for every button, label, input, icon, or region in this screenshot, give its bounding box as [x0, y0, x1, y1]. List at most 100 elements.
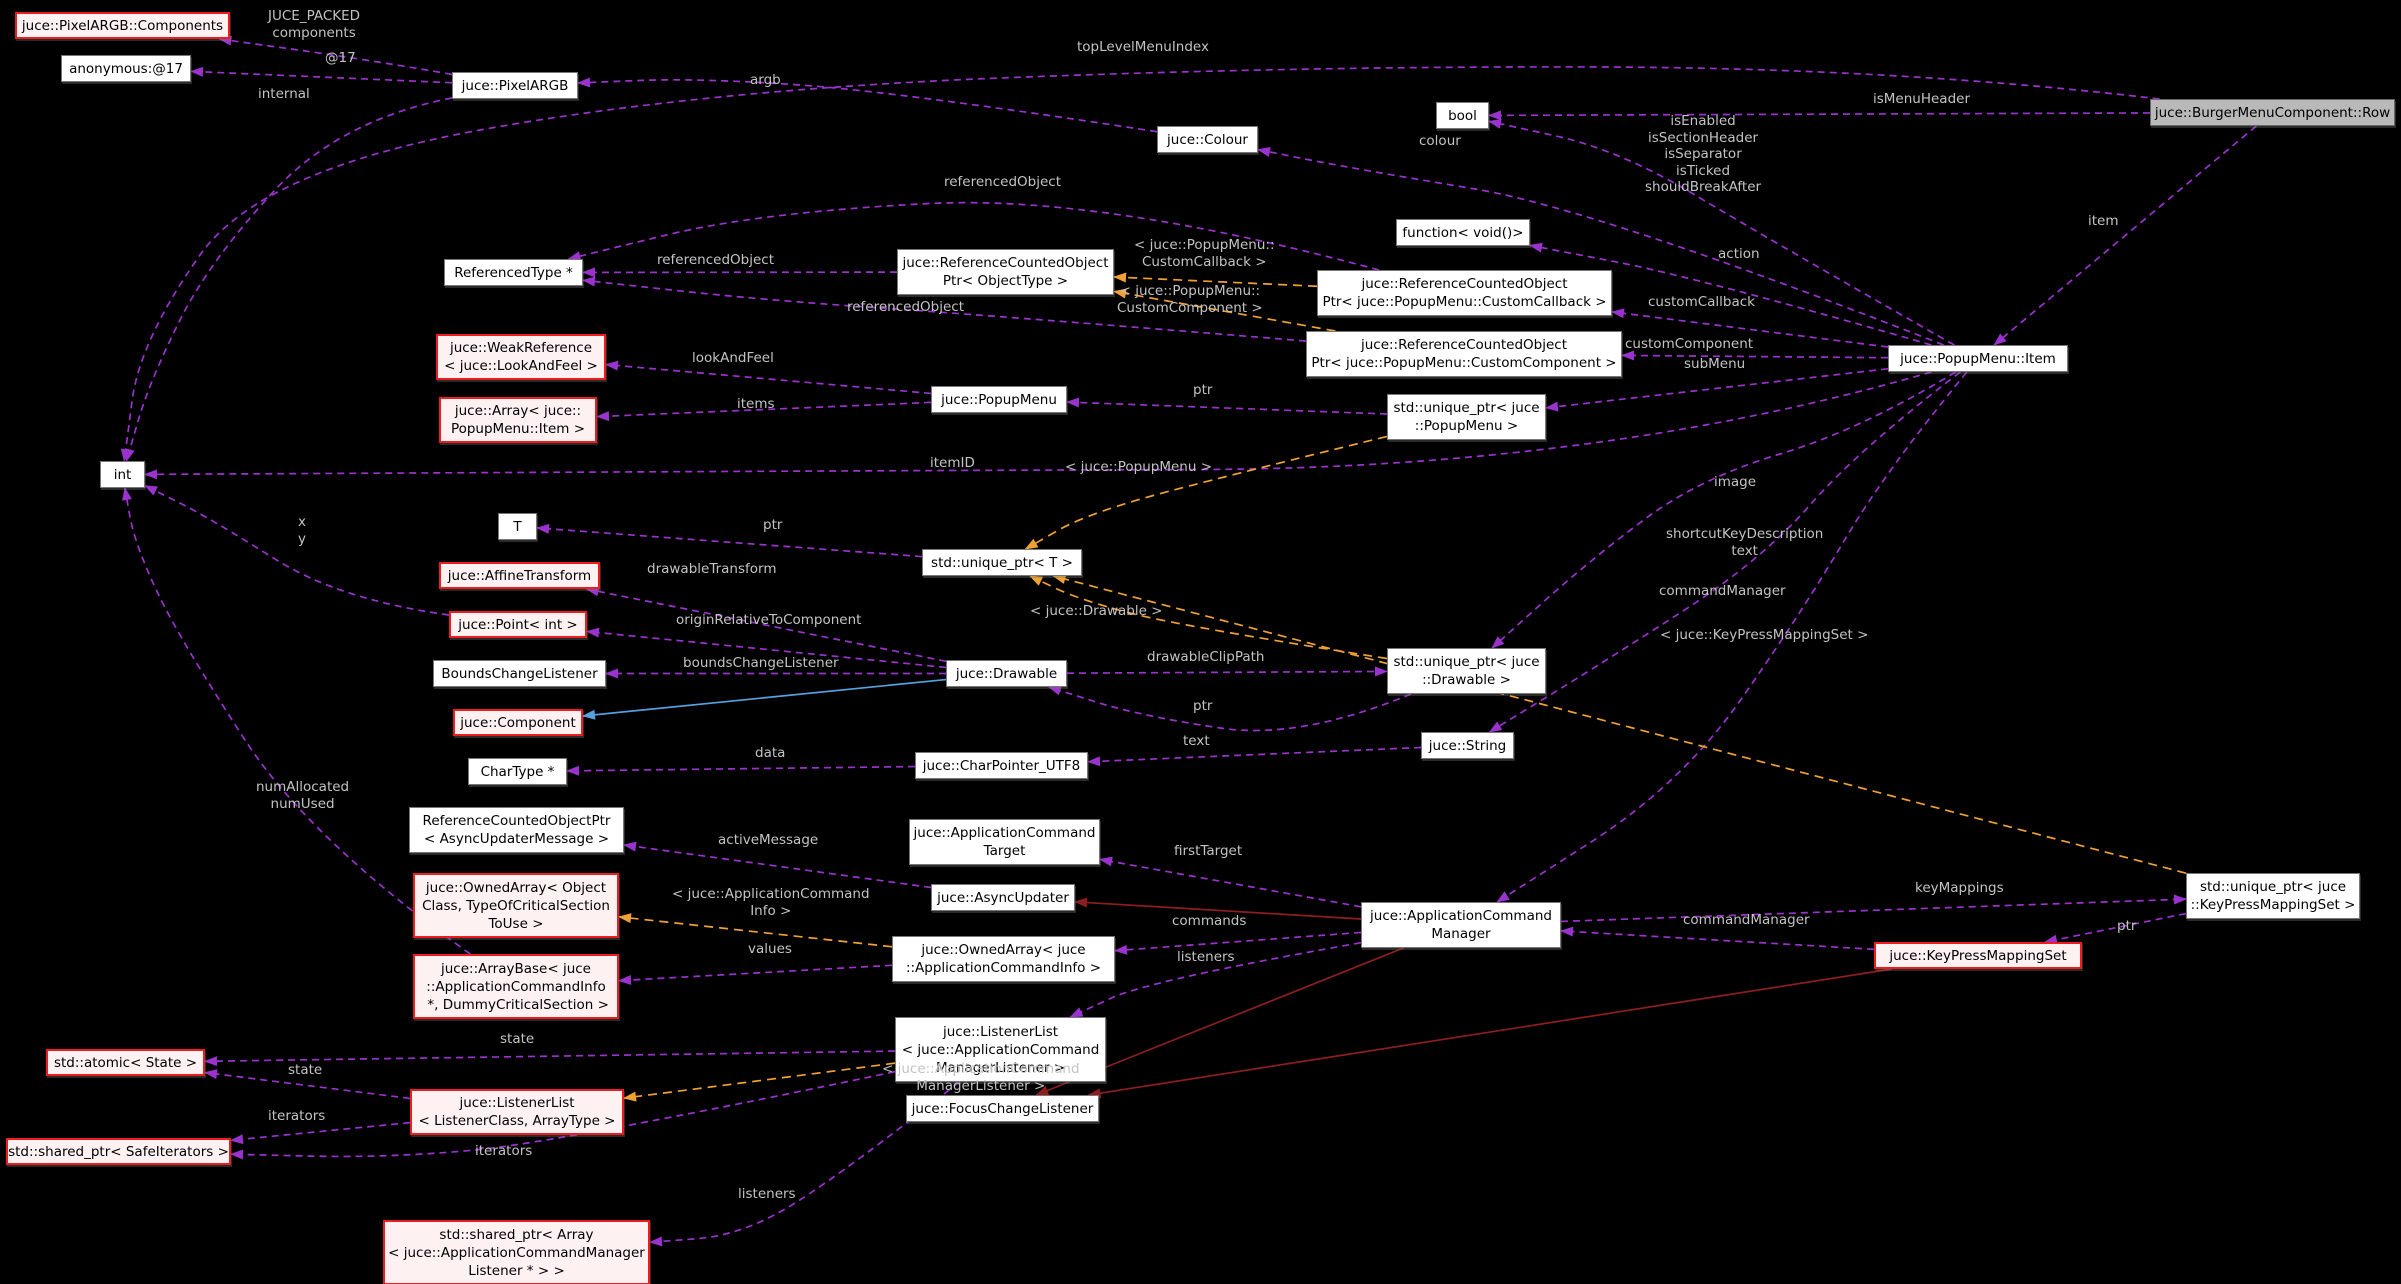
edge-label-toplevelmenuindex: topLevelMenuIndex: [1077, 39, 1209, 55]
edge-label-itemid: itemID: [930, 455, 975, 471]
node-array-popupmenu-item[interactable]: juce::Array< juce:: PopupMenu::Item >: [439, 397, 597, 443]
edge-string-to-charpointer-utf8: [1087, 746, 1422, 767]
node-uptr-drawable[interactable]: std::unique_ptr< juce ::Drawable >: [1387, 648, 1546, 694]
node-affinetransform[interactable]: juce::AffineTransform: [439, 562, 600, 589]
edge-drawable-to-uptr-drawable: [1066, 666, 1388, 677]
edge-label-customcallback: customCallback: [1648, 294, 1755, 310]
node-uptr-t[interactable]: std::unique_ptr< T >: [922, 549, 1082, 576]
node-acm[interactable]: juce::ApplicationCommand Manager: [1361, 902, 1561, 948]
edge-kpms-to-focuschangelistener: [1087, 968, 1893, 1099]
node-uptr-kpms[interactable]: std::unique_ptr< juce ::KeyPressMappingS…: [2186, 873, 2360, 919]
node-kpms[interactable]: juce::KeyPressMappingSet: [1874, 942, 2082, 969]
node-ownedarray-acinfo[interactable]: juce::OwnedArray< juce ::ApplicationComm…: [892, 936, 1115, 982]
node-boundschangelistener[interactable]: BoundsChangeListener: [433, 660, 606, 687]
edge-label-action: action: [1718, 246, 1760, 262]
edge-acm-to-asyncupdater: [1074, 897, 1362, 920]
node-t[interactable]: T: [498, 513, 537, 540]
edge-row-to-bool: [1488, 110, 2151, 121]
edge-ownedarray-acinfo-to-arraybase: [618, 964, 893, 986]
edge-label-originrelativetocomponent: originRelativeToComponent: [676, 612, 862, 628]
node-point-int[interactable]: juce::Point< int >: [449, 611, 587, 638]
node-row: juce::BurgerMenuComponent::Row: [2150, 99, 2395, 126]
edge-popupmenu-item-to-colour: [1257, 147, 1944, 346]
node-rcop-asyncupdatermessage[interactable]: ReferenceCountedObjectPtr < AsyncUpdater…: [409, 807, 624, 853]
node-int[interactable]: int: [100, 461, 145, 488]
edge-label-commands: commands: [1172, 913, 1247, 929]
node-rcop-objecttype[interactable]: juce::ReferenceCountedObject Ptr< Object…: [897, 249, 1114, 295]
edge-label-boundschangelistener: boundsChangeListener: [683, 655, 839, 671]
node-drawable[interactable]: juce::Drawable: [946, 660, 1067, 687]
edge-label-submenu: subMenu: [1684, 356, 1746, 372]
edge-pixelargb-to-int: [124, 97, 453, 462]
edge-ownedarray-acinfo-to-ownedarray-objectclass: [618, 913, 893, 948]
node-popupmenu[interactable]: juce::PopupMenu: [931, 386, 1067, 413]
edge-label-referencedobject: referencedObject: [657, 252, 774, 268]
node-rcop-customcallback[interactable]: juce::ReferenceCountedObject Ptr< juce::…: [1317, 270, 1612, 316]
node-charpointer-utf8[interactable]: juce::CharPointer_UTF8: [915, 752, 1088, 779]
node-ownedarray-objectclass[interactable]: juce::OwnedArray< Object Class, TypeOfCr…: [413, 873, 619, 938]
edge-label-iterators: iterators: [268, 1108, 326, 1124]
node-arraybase[interactable]: juce::ArrayBase< juce ::ApplicationComma…: [413, 954, 619, 1019]
edge-label--juce-drawable-: < juce::Drawable >: [1030, 603, 1163, 619]
edge-popupmenu-item-to-function-void: [1529, 242, 1932, 346]
node-component[interactable]: juce::Component: [453, 709, 583, 736]
node-uptr-popupmenu[interactable]: std::unique_ptr< juce ::PopupMenu >: [1387, 394, 1546, 440]
node-listenerlist-lc-at[interactable]: juce::ListenerList < ListenerClass, Arra…: [410, 1089, 624, 1135]
edge-arraybase-to-int: [122, 487, 471, 955]
edge-acm-to-act: [1099, 856, 1362, 908]
edge-label-isenabled: isEnabled isSectionHeader isSeparator is…: [1645, 113, 1762, 195]
node-focuschangelistener[interactable]: juce::FocusChangeListener: [906, 1095, 1099, 1122]
node-anon17[interactable]: anonymous:@17: [61, 55, 191, 82]
node-act[interactable]: juce::ApplicationCommand Target: [909, 819, 1100, 865]
edge-popupmenu-item-to-bool: [1488, 118, 1955, 346]
node-string[interactable]: juce::String: [1421, 732, 1514, 759]
edge-popupmenu-item-to-uptr-drawable: [1491, 371, 1957, 649]
edge-label-activemessage: activeMessage: [718, 832, 819, 848]
node-pixelargb-components[interactable]: juce::PixelARGB::Components: [15, 12, 230, 39]
edge-label-drawableclippath: drawableClipPath: [1147, 649, 1265, 665]
edge-drawable-to-affinetransform: [585, 586, 947, 663]
edge-listenerlist-acml-to-atomic-state: [204, 1050, 896, 1067]
node-bool[interactable]: bool: [1436, 102, 1489, 129]
node-asyncupdater[interactable]: juce::AsyncUpdater: [931, 884, 1075, 911]
edge-label-customcomponent: customComponent: [1625, 336, 1754, 352]
edge-acm-to-uptr-kpms: [1560, 894, 2187, 923]
node-pixelargb[interactable]: juce::PixelARGB: [452, 72, 578, 99]
edge-label--juce-popupmenu-: < juce::PopupMenu >: [1065, 459, 1213, 475]
edge-label-items: items: [737, 396, 775, 412]
edge-rcop-customcomponent-to-rcop-objecttype: [1113, 288, 1336, 332]
edge-listenerlist-acml-to-listenerlist-lc-at: [623, 1062, 896, 1102]
edge-colour-to-pixelargb: [577, 77, 1158, 133]
edge-rcop-customcallback-to-referencedtype: [567, 201, 1380, 271]
edge-popupmenu-item-to-rcop-customcomponent: [1621, 350, 1889, 361]
node-atomic-state[interactable]: std::atomic< State >: [46, 1049, 205, 1076]
node-listenerlist-acml[interactable]: juce::ListenerList < juce::ApplicationCo…: [895, 1017, 1106, 1082]
node-rcop-customcomponent[interactable]: juce::ReferenceCountedObject Ptr< juce::…: [1306, 331, 1622, 377]
edge-label-shortcutkeydescription: shortcutKeyDescription text: [1666, 526, 1824, 559]
node-weakref-lookandfeel[interactable]: juce::WeakReference < juce::LookAndFeel …: [436, 334, 606, 380]
edge-label--juce-popupmenu-: < juce::PopupMenu:: CustomCallback >: [1134, 237, 1275, 270]
node-chartype[interactable]: CharType *: [468, 758, 567, 785]
node-sptr-array-acml[interactable]: std::shared_ptr< Array < juce::Applicati…: [383, 1220, 650, 1284]
edge-listenerlist-acml-to-sptr-safeiterators: [230, 1070, 896, 1160]
edge-label-numallocated: numAllocated numUsed: [256, 779, 350, 812]
edge-uptr-drawable-to-uptr-t: [1029, 575, 1388, 660]
edge-label-iterators: iterators: [475, 1143, 533, 1159]
edge-listenerlist-acml-to-sptr-array-acml: [649, 1081, 960, 1247]
edge-label-referencedobject: referencedObject: [944, 174, 1061, 190]
node-sptr-safeiterators[interactable]: std::shared_ptr< SafeIterators >: [6, 1138, 231, 1165]
node-referencedtype[interactable]: ReferencedType *: [444, 259, 583, 286]
edge-label-ptr: ptr: [2117, 918, 2137, 934]
edge-popupmenu-item-to-uptr-popupmenu: [1545, 367, 1889, 412]
node-popupmenu-item[interactable]: juce::PopupMenu::Item: [1888, 345, 2068, 372]
edge-label-keymappings: keyMappings: [1915, 880, 2004, 896]
edge-pixelargb-to-pixelargb-components: [218, 35, 453, 76]
edge-label--juce-applicationcommand: < juce::ApplicationCommand ManagerListen…: [882, 1061, 1080, 1094]
edge-label-internal: internal: [258, 86, 310, 102]
node-colour[interactable]: juce::Colour: [1157, 126, 1258, 153]
edge-popupmenu-item-to-string: [1488, 371, 1961, 733]
edge-label-juce-packed: JUCE_PACKED components: [268, 8, 361, 41]
node-function-void[interactable]: function< void()>: [1396, 219, 1530, 246]
